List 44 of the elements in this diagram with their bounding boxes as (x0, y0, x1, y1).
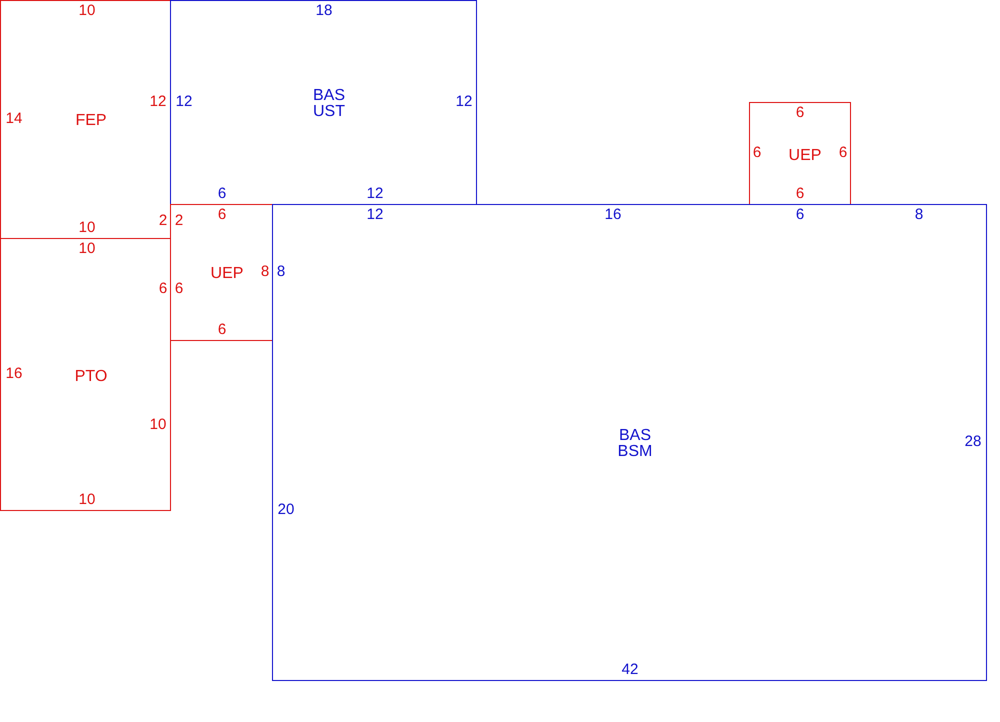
dimension-label: 12 (176, 94, 192, 110)
room-outline (170, 0, 477, 205)
dimension-label: 6 (796, 207, 804, 223)
dimension-label: 18 (316, 3, 332, 19)
room-outline (0, 238, 171, 511)
room-label: BAS UST (312, 88, 346, 120)
dimension-label: 12 (456, 94, 472, 110)
dimension-label: 10 (78, 3, 96, 19)
dimension-label: 6 (218, 322, 226, 338)
room-label: FEP (75, 113, 107, 129)
dimension-label: 16 (6, 366, 22, 382)
room-outline (170, 204, 273, 341)
dimension-label: 2 (158, 213, 168, 229)
dimension-label: 6 (218, 186, 226, 202)
dimension-label: 16 (604, 207, 622, 223)
room-outline (749, 102, 851, 205)
room-outline (0, 0, 171, 239)
room-label: UEP (788, 148, 822, 164)
dimension-label: 6 (796, 186, 804, 202)
dimension-label: 2 (174, 213, 184, 229)
dimension-label: 8 (276, 264, 286, 280)
dimension-label: 42 (622, 662, 638, 678)
dimension-label: 12 (150, 94, 166, 110)
dimension-label: 14 (6, 111, 22, 127)
dimension-label: 28 (964, 434, 982, 450)
dimension-label: 20 (278, 502, 294, 518)
room-outline (272, 204, 987, 681)
dimension-label: 10 (78, 241, 96, 257)
dimension-label: 8 (914, 207, 924, 223)
dimension-label: 6 (218, 207, 226, 223)
dimension-label: 6 (174, 281, 184, 297)
dimension-label: 6 (838, 145, 848, 161)
room-label: PTO (74, 369, 108, 385)
dimension-label: 12 (366, 186, 384, 202)
dimension-label: 10 (78, 220, 96, 236)
dimension-label: 6 (158, 281, 168, 297)
dimension-label: 10 (78, 492, 96, 508)
dimension-label: 10 (150, 417, 166, 433)
dimension-label: 6 (752, 145, 762, 161)
room-label: BAS BSM (616, 428, 654, 460)
dimension-label: 12 (366, 207, 384, 223)
dimension-label: 6 (796, 105, 804, 121)
dimension-label: 8 (260, 264, 270, 280)
room-label: UEP (210, 266, 244, 282)
